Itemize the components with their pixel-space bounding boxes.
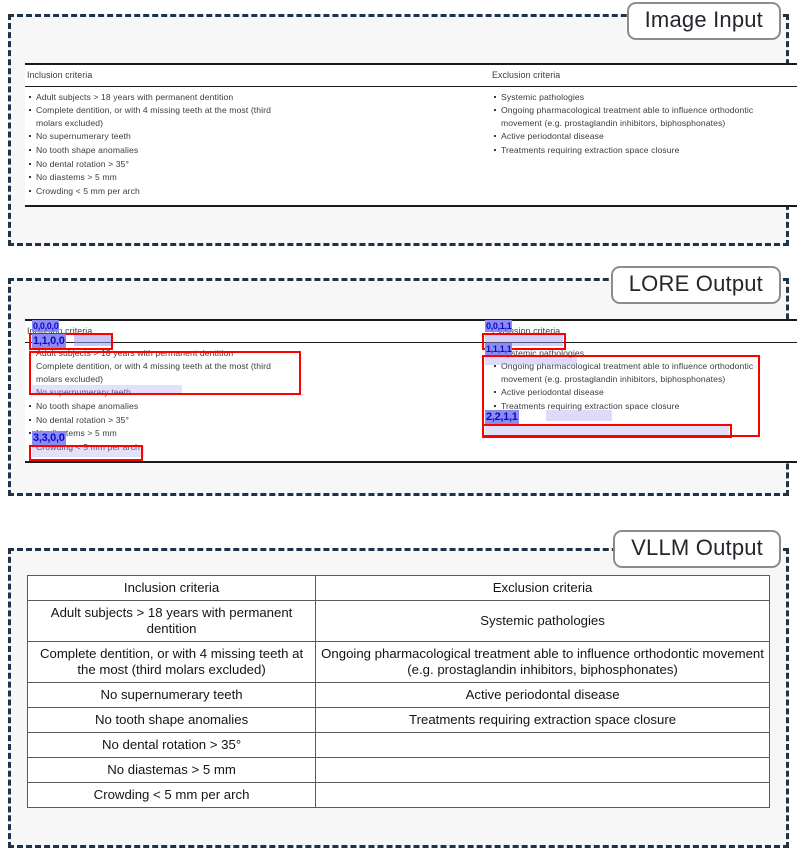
table-cell: Crowding < 5 mm per arch [26,782,317,808]
table-cell: No diastemas > 5 mm [26,757,317,783]
header-inclusion-criteria: Inclusion criteria [27,326,93,336]
lore-cell-index-tag: 1,1,0,0 [32,334,66,348]
lore-cell-index-tag: 1,1,1,1 [485,343,513,355]
table-cell: No dental rotation > 35° [26,732,317,758]
list-item: Complete dentition, or with 4 missing te… [27,360,298,385]
table-cell [315,782,770,808]
table-header-row: Inclusion criteria Exclusion criteria [25,65,797,86]
table-row: No dental rotation > 35° [26,732,770,758]
list-item: Ongoing pharmacological treatment able t… [492,104,785,129]
table-cell: Inclusion criteria [26,575,317,601]
source-criteria-table: Inclusion criteria Exclusion criteria Ad… [25,63,797,208]
table-body-row: Adult subjects > 18 years with permanent… [25,343,797,462]
list-item: Systemic pathologies [492,347,797,360]
list-item: Adult subjects > 18 years with permanent… [27,91,490,104]
lore-criteria-table: Inclusion criteria Exclusion criteria Ad… [25,319,797,464]
list-item: No tooth shape anomalies [27,400,490,413]
lore-cell-index-tag: 0,0,0,0 [32,320,60,332]
table-rule-middle [25,341,797,343]
inclusion-criteria-list: Adult subjects > 18 years with permanent… [27,91,490,198]
panel-lore-output: Inclusion criteria Exclusion criteria Ad… [8,278,797,496]
vllm-reconstructed-table: Inclusion criteria Exclusion criteria Ad… [26,575,770,808]
list-item: Active periodontal disease [492,386,797,399]
panel-badge-lore-output: LORE Output [610,266,781,304]
vllm-table: Inclusion criteria Exclusion criteria Ad… [26,575,770,808]
table-row: Complete dentition, or with 4 missing te… [26,641,770,683]
list-item: No dental rotation > 35° [27,414,490,427]
table-rule-top [25,63,797,65]
table-row: No diastemas > 5 mm [26,757,770,783]
panel-badge-vllm-output: VLLM Output [613,530,781,568]
table-cell: No tooth shape anomalies [26,707,317,733]
panel-badge-image-input: Image Input [626,2,781,40]
table-cell: Treatments requiring extraction space cl… [315,707,770,733]
list-item: Crowding < 5 mm per arch [27,441,490,454]
table-cell: Adult subjects > 18 years with permanent… [26,600,317,642]
list-item: Systemic pathologies [492,91,797,104]
exclusion-criteria-list: Systemic pathologies Ongoing pharmacolog… [492,91,797,157]
list-item: No diastems > 5 mm [27,427,490,440]
table-body-row: Adult subjects > 18 years with permanent… [25,87,797,206]
panel-image-input: Inclusion criteria Exclusion criteria Ad… [8,14,797,246]
list-item: Treatments requiring extraction space cl… [492,400,797,413]
table-row: Crowding < 5 mm per arch [26,782,770,808]
list-item: Complete dentition, or with 4 missing te… [27,104,298,129]
lore-cell-index-tag: 0,0,1,1 [485,320,513,332]
table-cell [315,757,770,783]
table-cell: No supernumerary teeth [26,682,317,708]
table-rule-top [25,319,797,321]
header-exclusion-criteria: Exclusion criteria [492,326,561,336]
table-row: Inclusion criteria Exclusion criteria [26,575,770,601]
table-row: No supernumerary teeth Active periodonta… [26,682,770,708]
table-cell: Complete dentition, or with 4 missing te… [26,641,317,683]
list-item: Treatments requiring extraction space cl… [492,144,797,157]
list-item: No diastems > 5 mm [27,171,490,184]
table-cell: Systemic pathologies [315,600,770,642]
table-rule-middle [25,85,797,87]
table-cell: Active periodontal disease [315,682,770,708]
table-rule-bottom [25,205,797,208]
table-cell: Ongoing pharmacological treatment able t… [315,641,770,683]
header-exclusion-criteria: Exclusion criteria [492,70,561,80]
list-item: No tooth shape anomalies [27,144,490,157]
table-cell [315,732,770,758]
list-item: Crowding < 5 mm per arch [27,185,490,198]
table-cell: Exclusion criteria [315,575,770,601]
header-inclusion-criteria: Inclusion criteria [27,70,93,80]
list-item: No supernumerary teeth [27,386,490,399]
list-item: No supernumerary teeth [27,130,490,143]
table-row: Adult subjects > 18 years with permanent… [26,600,770,642]
inclusion-criteria-list: Adult subjects > 18 years with permanent… [27,347,490,454]
lore-cell-index-tag: 3,3,0,0 [32,431,66,445]
list-item: Adult subjects > 18 years with permanent… [27,347,490,360]
table-rule-bottom [25,461,797,464]
table-row: No tooth shape anomalies Treatments requ… [26,707,770,733]
list-item: Ongoing pharmacological treatment able t… [492,360,785,385]
exclusion-criteria-list: Systemic pathologies Ongoing pharmacolog… [492,347,797,413]
list-item: No dental rotation > 35° [27,158,490,171]
list-item: Active periodontal disease [492,130,797,143]
panel-vllm-output: Inclusion criteria Exclusion criteria Ad… [8,548,789,848]
lore-cell-index-tag: 2,2,1,1 [485,410,519,424]
table-header-row: Inclusion criteria Exclusion criteria [25,321,797,342]
